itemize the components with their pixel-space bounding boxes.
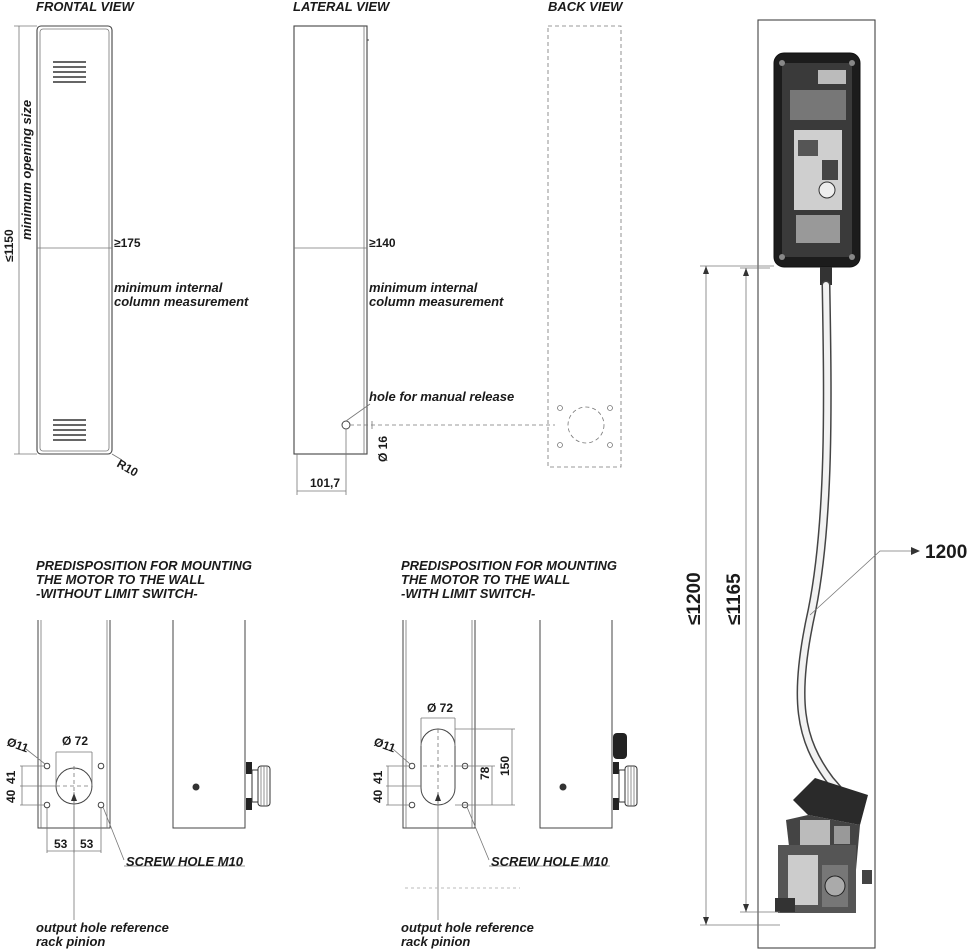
internal-label-3: minimum internal [369, 280, 478, 295]
mount-left-title-3: -WITHOUT LIMIT SWITCH- [36, 586, 198, 601]
back-view: BACK VIEW [547, 0, 624, 468]
frontal-column-outline [36, 25, 113, 455]
mount-right-big-diam: Ø 72 [427, 701, 453, 715]
mount-left-motor-knob [246, 762, 271, 810]
offset-label: 101,7 [310, 476, 340, 490]
mount-right-front-panel [402, 620, 476, 829]
mount-right-ref-2: rack pinion [401, 934, 470, 949]
mount-without-limit-switch: PREDISPOSITION FOR MOUNTING THE MOTOR TO… [4, 558, 271, 949]
cable-leader-line [809, 550, 912, 616]
mount-right-v2: 41 [371, 770, 385, 784]
hole-diam-label: Ø 16 [376, 436, 390, 462]
mount-right-slot-h: 78 [478, 766, 492, 780]
motor-unit [775, 778, 872, 913]
mount-right-slot-total: 150 [498, 756, 512, 776]
width-lateral-label: ≥140 [369, 236, 396, 250]
lateral-view: LATERAL VIEW ≥140 minimum internal colum… [293, 0, 555, 495]
lateral-view-title: LATERAL VIEW [293, 0, 391, 14]
mount-right-motor-knob [613, 733, 638, 810]
mount-right-side-panel [539, 620, 613, 829]
height-max-label: ≤1150 [2, 229, 16, 262]
column-outer-height: ≤1200 [684, 572, 705, 625]
mount-right-screw-label: SCREW HOLE M10 [491, 854, 609, 869]
width-front-label: ≥175 [114, 236, 141, 250]
internal-label-4: column measurement [369, 294, 504, 309]
frontal-column-inner [39, 28, 110, 452]
back-view-title: BACK VIEW [548, 0, 624, 14]
mount-left-big-diam: Ø 72 [62, 734, 88, 748]
mount-left-title-2: THE MOTOR TO THE WALL [36, 572, 205, 587]
internal-label-1: minimum internal [114, 280, 223, 295]
mount-right-title-1: PREDISPOSITION FOR MOUNTING [401, 558, 617, 573]
column-installation-view: ≤1200 ≤1165 1200 [684, 19, 967, 949]
mount-left-ref-2: rack pinion [36, 934, 105, 949]
manual-release-label: hole for manual release [369, 389, 514, 404]
mount-left-title-1: PREDISPOSITION FOR MOUNTING [36, 558, 252, 573]
radius-label: R10 [115, 456, 141, 479]
mount-right-v1: 40 [371, 789, 385, 803]
mount-right-title-3: -WITH LIMIT SWITCH- [401, 586, 535, 601]
mount-left-small-diam: Ø11 [5, 735, 31, 756]
mount-with-limit-switch: PREDISPOSITION FOR MOUNTING THE MOTOR TO… [371, 558, 638, 949]
mount-right-ref-1: output hole reference [401, 920, 534, 935]
mount-left-h1: 53 [54, 837, 68, 851]
mount-right-small-diam: Ø11 [372, 735, 398, 756]
control-box [773, 52, 861, 268]
mount-left-side-panel [172, 620, 246, 829]
mount-right-title-2: THE MOTOR TO THE WALL [401, 572, 570, 587]
mount-left-h2: 53 [80, 837, 94, 851]
mount-left-v1: 40 [4, 789, 18, 803]
frontal-view-title: FRONTAL VIEW [36, 0, 135, 14]
bottom-vent-slots [53, 419, 86, 441]
column-inner-height: ≤1165 [724, 573, 745, 625]
internal-label-2: column measurement [114, 294, 249, 309]
mount-left-screw-label: SCREW HOLE M10 [126, 854, 244, 869]
cable-length-label: 1200 [925, 542, 967, 563]
top-vent-slots [53, 61, 86, 83]
mount-left-v2: 41 [4, 770, 18, 784]
back-column-outline [547, 25, 622, 468]
frontal-view: FRONTAL VIEW ≤1150 minimum opening size … [2, 0, 249, 480]
back-release-hole [567, 406, 605, 444]
min-opening-label: minimum opening size [19, 100, 34, 240]
mount-left-ref-1: output hole reference [36, 920, 169, 935]
lateral-column-outline [293, 25, 368, 455]
